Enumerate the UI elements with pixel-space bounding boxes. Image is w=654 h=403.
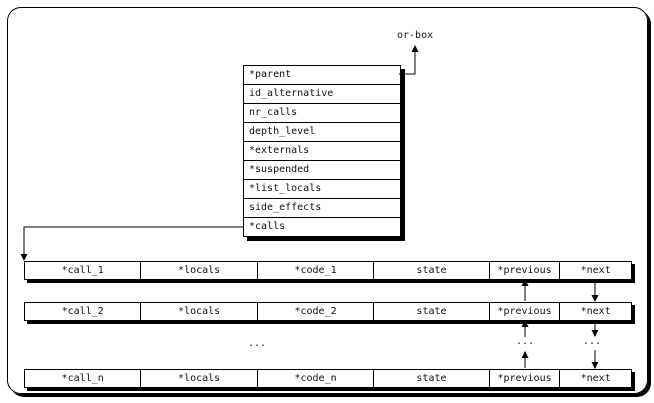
field-calls: *calls: [244, 217, 400, 236]
cell-locals: *locals: [140, 303, 256, 320]
call-row-n: *call_n *locals *code_n state *previous …: [24, 369, 632, 388]
field-nr-calls: nr_calls: [244, 103, 400, 122]
cell-state: state: [373, 262, 488, 279]
field-side-effects: side_effects: [244, 198, 400, 217]
cell-next: *next: [559, 370, 631, 387]
field-id-alternative: id_alternative: [244, 84, 400, 103]
ellipsis-previous: ...: [516, 336, 535, 347]
arrow-calls-to-row-1: [20, 226, 243, 261]
cell-call: *call_2: [61, 306, 104, 317]
cell-previous: *previous: [488, 262, 560, 279]
field-suspended: *suspended: [244, 160, 400, 179]
or-box-label: or-box: [397, 30, 434, 41]
cell-code: *code_1: [256, 262, 373, 279]
cell-locals: *locals: [140, 262, 256, 279]
cell-next: *next: [559, 262, 631, 279]
field-externals: *externals: [244, 141, 400, 160]
ellipsis-next: ...: [583, 336, 602, 347]
call-row-2: *call_2 *locals *code_2 state *previous …: [24, 302, 632, 321]
cell-code: *code_n: [256, 370, 373, 387]
cell-next: *next: [559, 303, 631, 320]
cell-previous: *previous: [488, 370, 560, 387]
cell-call: *call_1: [61, 265, 104, 276]
cell-locals: *locals: [140, 370, 256, 387]
cell-call: *call_n: [61, 373, 104, 384]
cell-state: state: [373, 303, 488, 320]
cell-code: *code_2: [256, 303, 373, 320]
or-box-record: *parent id_alternative nr_calls depth_le…: [243, 65, 401, 237]
diagram-frame: [7, 7, 648, 394]
cell-state: state: [373, 370, 488, 387]
call-row-1: *call_1 *locals *code_1 state *previous …: [24, 261, 632, 280]
field-depth-level: depth_level: [244, 122, 400, 141]
arrow-parent-to-or-box: [399, 45, 419, 75]
field-list-locals: *list_locals: [244, 179, 400, 198]
field-parent: *parent: [249, 69, 292, 80]
ellipsis-middle: ...: [248, 338, 267, 349]
cell-previous: *previous: [488, 303, 560, 320]
